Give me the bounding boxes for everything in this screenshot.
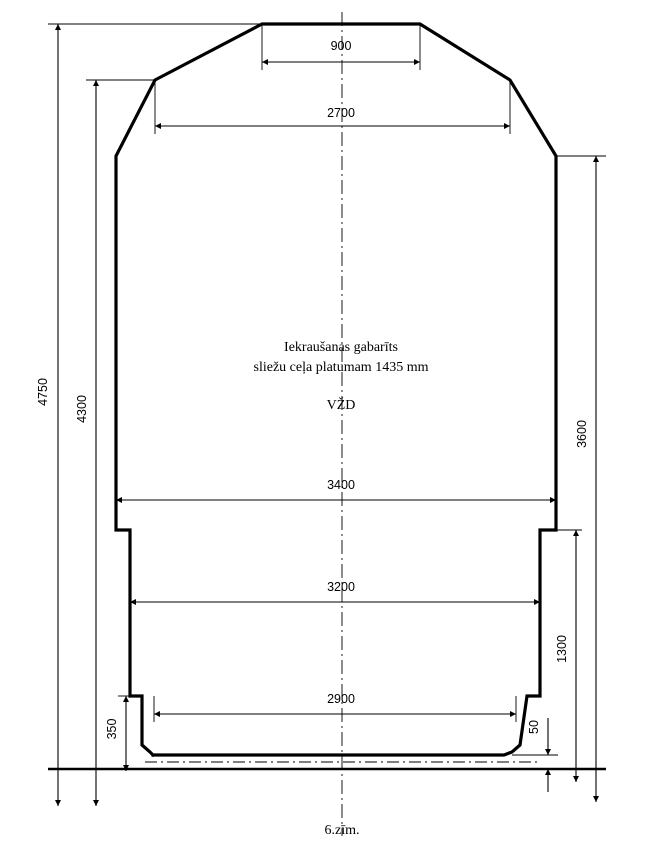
dim-text-4750: 4750 — [36, 378, 50, 406]
gauge-outline — [114, 22, 558, 758]
dim-text-2900: 2900 — [327, 692, 355, 706]
dim-text-50: 50 — [527, 720, 541, 734]
dim-text-3600: 3600 — [575, 420, 589, 448]
dim-text-2700: 2700 — [327, 106, 355, 120]
dim-text-350: 350 — [105, 719, 119, 740]
caption-line-3: VŽD — [327, 396, 356, 413]
caption-line-1: Iekraušanas gabarīts — [284, 340, 398, 355]
dim-text-3200: 3200 — [327, 580, 355, 594]
caption-line-2: sliežu ceļa platumam 1435 mm — [254, 360, 429, 375]
dim-text-4300: 4300 — [75, 395, 89, 423]
dim-text-3400: 3400 — [327, 478, 355, 492]
dim-text-900: 900 — [331, 39, 352, 53]
dim-text-1300: 1300 — [555, 635, 569, 663]
figure-number: 6.zīm. — [325, 823, 360, 838]
